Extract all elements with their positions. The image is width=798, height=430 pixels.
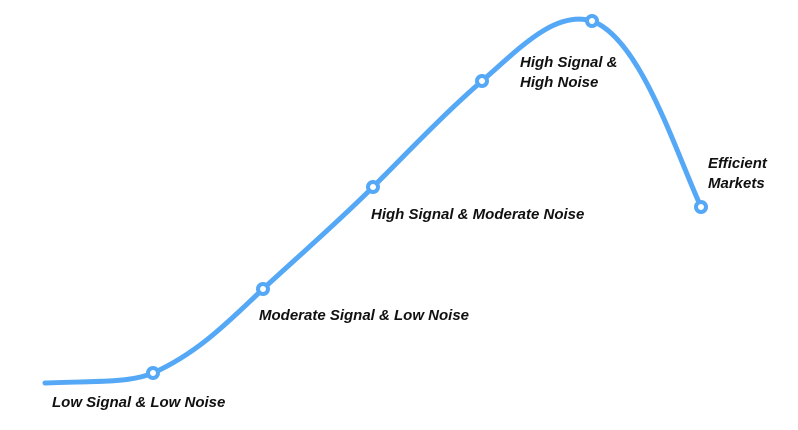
- market-evolution-curve: [42, 16, 704, 386]
- label-moderate-signal-low-noise: Moderate Signal & Low Noise: [259, 307, 470, 324]
- label-efficient-markets: Efficient Markets: [708, 154, 767, 194]
- label-high-signal-high-noise: High Signal & High Noise: [520, 53, 618, 93]
- label-line: High Noise: [520, 74, 599, 91]
- stage-marker-high-signal-moderate-noise: [366, 180, 380, 194]
- label-line: High Signal &: [520, 54, 618, 71]
- stage-marker-low-signal: [146, 366, 160, 380]
- label-line: Efficient: [708, 155, 767, 172]
- label-line: Markets: [708, 175, 765, 192]
- stage-marker-moderate-signal: [256, 282, 270, 296]
- label-high-signal-moderate-noise: High Signal & Moderate Noise: [371, 206, 585, 223]
- stage-marker-efficient-markets: [694, 200, 708, 214]
- stage-marker-high-signal-high-noise-b: [585, 14, 599, 28]
- stage-marker-high-signal-high-noise-a: [475, 74, 489, 88]
- label-low-signal-low-noise: Low Signal & Low Noise: [52, 394, 226, 411]
